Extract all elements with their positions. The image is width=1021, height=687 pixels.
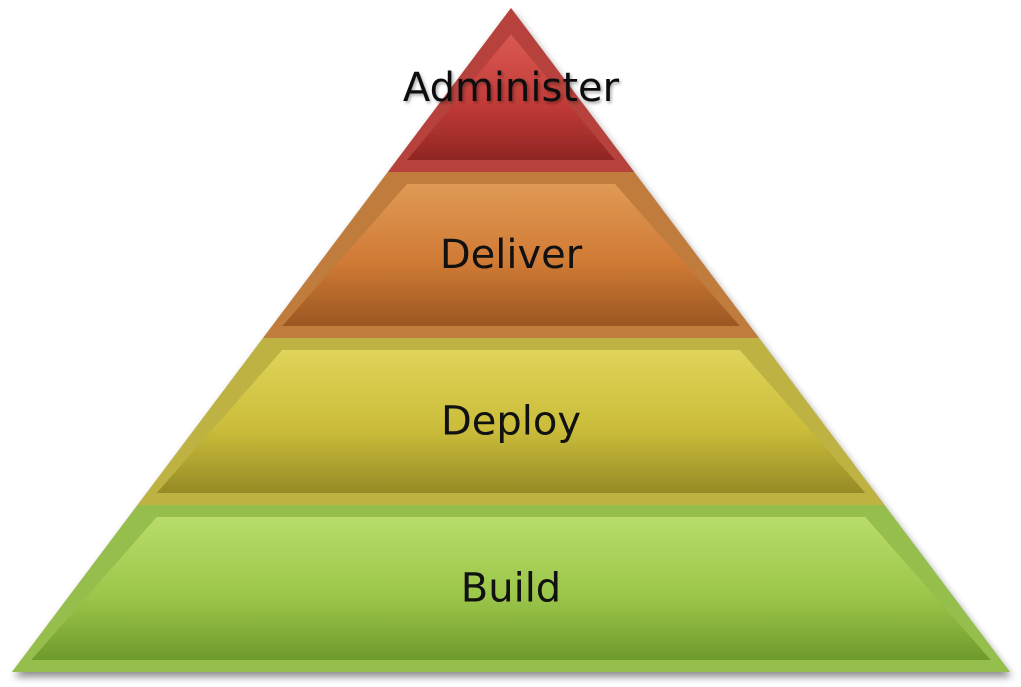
tier-label-build: Build xyxy=(461,566,561,612)
tier-face xyxy=(407,34,615,160)
tier-label-administer: Administer xyxy=(403,65,620,111)
pyramid-tier-deliver xyxy=(263,172,759,338)
pyramid-tier-deploy xyxy=(137,338,885,505)
tier-face xyxy=(282,184,740,326)
pyramid-tier-administer xyxy=(387,8,635,172)
pyramid-tier-build xyxy=(12,505,1010,672)
tier-label-deploy: Deploy xyxy=(441,399,581,445)
tier-face xyxy=(156,350,866,493)
tier-label-deliver: Deliver xyxy=(440,232,583,278)
tier-face xyxy=(31,517,991,660)
